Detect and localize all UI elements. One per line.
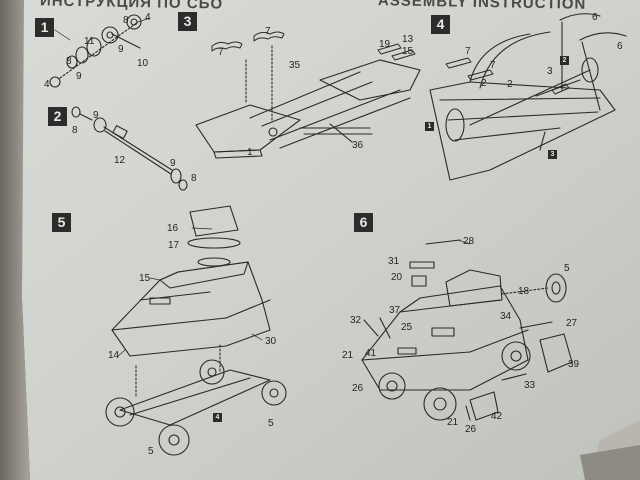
part-number: 4	[145, 12, 151, 23]
part-number: 6	[592, 12, 598, 23]
step-4-label: 4	[431, 15, 450, 34]
part-number: 32	[350, 315, 362, 326]
step2-drawing	[71, 106, 188, 191]
part-number: 25	[401, 322, 413, 333]
part-number: 14	[108, 350, 120, 361]
step4-drawing	[429, 13, 627, 181]
part-number: 27	[566, 318, 578, 329]
part-number: 21	[342, 350, 354, 361]
part-number: 33	[524, 380, 536, 391]
step1-drawing	[49, 14, 142, 88]
part-number: 4	[44, 79, 50, 90]
part-number: 7	[490, 60, 496, 71]
part-number: 8	[72, 125, 78, 136]
part-number: 26	[465, 424, 477, 435]
part-number: 3	[547, 66, 553, 77]
part-number: 13	[402, 34, 414, 45]
part-number: 28	[463, 236, 475, 247]
part-number: 9	[93, 110, 99, 121]
part-number: 8	[123, 15, 129, 26]
leader-lines	[54, 17, 471, 357]
part-number: 42	[491, 411, 503, 422]
part-number: 2	[481, 78, 487, 89]
part-number: 41	[365, 348, 377, 359]
part-number: 18	[518, 286, 530, 297]
part-number: 12	[114, 155, 126, 166]
step-3-label: 3	[178, 12, 197, 31]
part-number: 26	[352, 383, 364, 394]
part-number: 8	[66, 56, 72, 67]
part-number: 15	[402, 46, 414, 57]
part-number: 7	[465, 46, 471, 57]
part-number: 5	[148, 446, 154, 457]
subassembly-tag: 3	[548, 150, 557, 159]
part-number: 10	[137, 58, 149, 69]
part-number: 9	[170, 158, 176, 169]
part-number: 7	[265, 26, 271, 37]
part-number: 16	[167, 223, 179, 234]
part-number: 11	[84, 36, 95, 47]
part-number: 9	[118, 44, 124, 55]
step3-drawing	[195, 31, 421, 159]
subassembly-tag: 4	[213, 413, 222, 422]
part-number: 36	[352, 140, 364, 151]
part-number: 37	[389, 305, 401, 316]
part-number: 2	[507, 79, 513, 90]
part-number: 6	[617, 41, 623, 52]
step5-drawing	[105, 205, 287, 456]
part-number: 35	[289, 60, 301, 71]
step-2-label: 2	[48, 107, 67, 126]
part-number: 30	[265, 336, 277, 347]
part-number: 5	[564, 263, 570, 274]
subassembly-tag: 2	[560, 56, 569, 65]
step-6-label: 6	[354, 213, 373, 232]
subassembly-tag: 1	[425, 122, 434, 131]
step-1-label: 1	[35, 18, 54, 37]
step6-drawing	[361, 239, 573, 421]
part-number: 8	[191, 173, 197, 184]
part-number: 39	[568, 359, 580, 370]
part-number: 20	[391, 272, 403, 283]
part-number: 34	[500, 311, 512, 322]
part-number: 19	[379, 39, 391, 50]
part-number: 7	[218, 47, 224, 58]
part-number: 5	[268, 418, 274, 429]
part-number: 9	[76, 71, 82, 82]
part-number: 21	[447, 417, 459, 428]
part-number: 15	[139, 273, 151, 284]
part-number: 17	[168, 240, 180, 251]
part-number: 1	[247, 147, 253, 158]
part-number: 31	[388, 256, 400, 267]
step-5-label: 5	[52, 213, 71, 232]
